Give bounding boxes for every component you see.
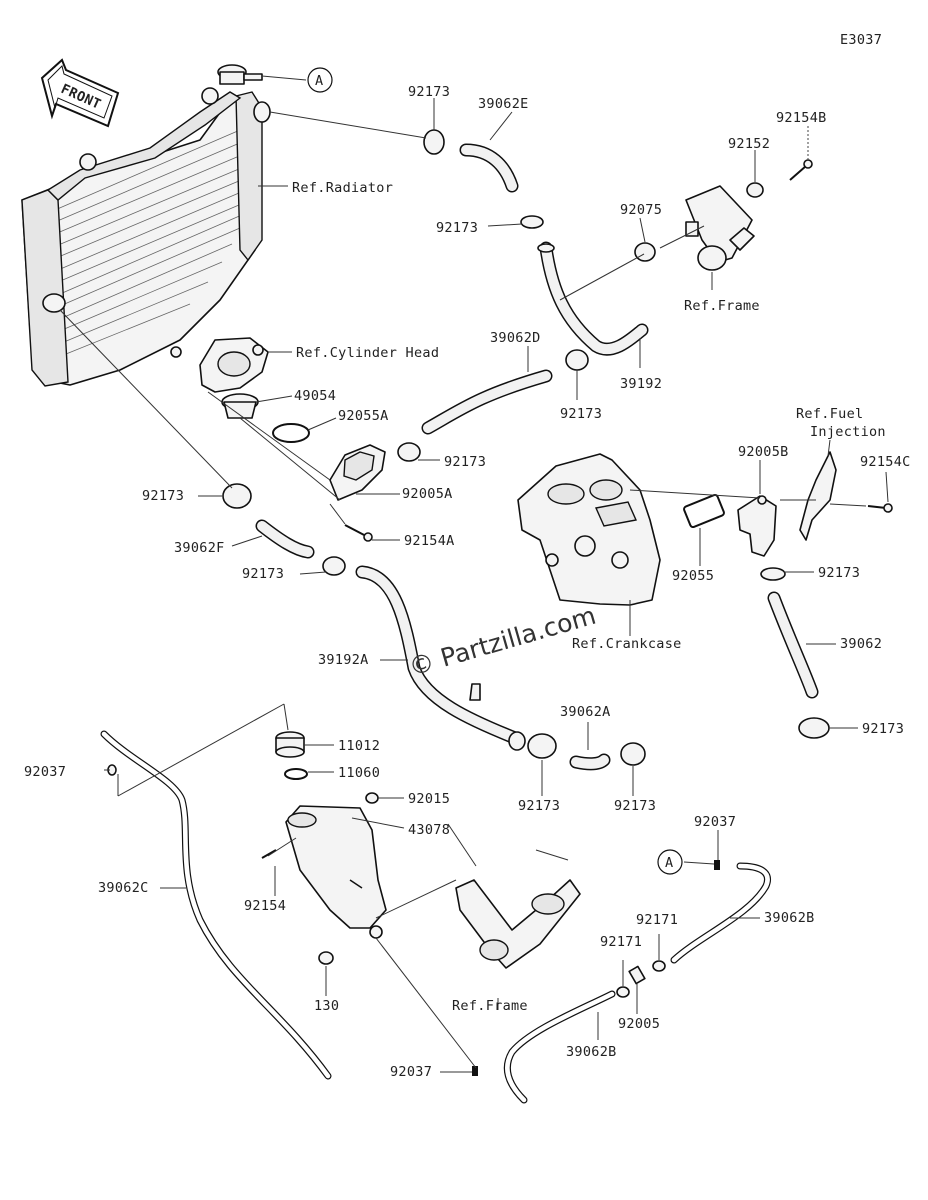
label-92154B: 92154B: [776, 110, 827, 126]
label-39062B: 39062B: [566, 1044, 617, 1060]
label-92154: 92154: [244, 898, 286, 914]
label-43078: 43078: [408, 822, 450, 838]
radiator-assembly[interactable]: [21, 64, 271, 387]
label-ref-cylinder-head: Ref.Cylinder Head: [296, 345, 439, 361]
gasket-11060[interactable]: [284, 768, 308, 780]
frame-upper-ref[interactable]: [634, 159, 813, 271]
label-92173: 92173: [518, 798, 560, 814]
label-92154C: 92154C: [860, 454, 911, 470]
radiator-fins: [54, 129, 247, 355]
label-39192: 39192: [620, 376, 662, 392]
label-92075: 92075: [620, 202, 662, 218]
label-49054: 49054: [294, 388, 336, 404]
hose-39062F[interactable]: [255, 519, 315, 559]
thermostat-49054[interactable]: [221, 393, 259, 419]
label-92173: 92173: [614, 798, 656, 814]
label-ref-frame: Ref.Frame: [452, 998, 528, 1014]
label-92037: 92037: [390, 1064, 432, 1080]
label-ref-fuel: Ref.Fuel: [796, 406, 863, 422]
callout-A-top: A: [307, 67, 333, 93]
label-39062D: 39062D: [490, 330, 541, 346]
pipe-39192[interactable]: [537, 241, 649, 356]
label-92173: 92173: [444, 454, 486, 470]
bolt-130[interactable]: [318, 951, 334, 965]
label-injection: Injection: [810, 424, 886, 440]
label-92171: 92171: [600, 934, 642, 950]
label-92173: 92173: [408, 84, 450, 100]
label-92173: 92173: [436, 220, 478, 236]
clamp-92173[interactable]: [222, 129, 830, 766]
joint-92005[interactable]: [628, 965, 646, 985]
frame-lower-ref[interactable]: [447, 823, 581, 969]
o-ring-92055A[interactable]: [272, 423, 310, 443]
pipe-39192A[interactable]: [355, 565, 522, 745]
label-39062: 39062: [840, 636, 882, 652]
label-92015: 92015: [408, 791, 450, 807]
label-ref-radiator: Ref.Radiator: [292, 180, 393, 196]
label-39062E: 39062E: [478, 96, 529, 112]
front-direction-arrow: FRONT: [40, 58, 120, 128]
callout-A-bottom-text: A: [665, 855, 673, 871]
label-39192A: 39192A: [318, 652, 369, 668]
label-ref-frame: Ref.Frame: [684, 298, 760, 314]
label-92173: 92173: [862, 721, 904, 737]
crankcase-ref[interactable]: [517, 453, 661, 606]
hose-39062E[interactable]: [459, 143, 519, 193]
hose-39062B-lower[interactable]: [503, 990, 616, 1104]
fuel-injection-bracket-ref[interactable]: [799, 451, 893, 541]
label-ref-crankcase: Ref.Crankcase: [572, 636, 682, 652]
callout-A-bottom: A: [657, 849, 683, 875]
hose-39062B-upper[interactable]: [670, 862, 771, 964]
partzilla-watermark: © Partzilla.com: [406, 601, 599, 682]
bolt-92154A[interactable]: [344, 524, 373, 542]
label-92173: 92173: [242, 566, 284, 582]
label-92037: 92037: [24, 764, 66, 780]
label-92005A: 92005A: [402, 486, 453, 502]
fitting-92005B[interactable]: [737, 495, 777, 557]
label-92173: 92173: [818, 565, 860, 581]
leader-lines: [59, 75, 889, 1073]
label-130: 130: [314, 998, 339, 1014]
label-92055: 92055: [672, 568, 714, 584]
label-92005: 92005: [618, 1016, 660, 1032]
label-39062A: 39062A: [560, 704, 611, 720]
label-11060: 11060: [338, 765, 380, 781]
hose-39062A[interactable]: [569, 753, 611, 771]
label-92171: 92171: [636, 912, 678, 928]
label-92152: 92152: [728, 136, 770, 152]
label-39062C: 39062C: [98, 880, 149, 896]
cylinder-head-fitting[interactable]: [199, 337, 269, 393]
label-39062B: 39062B: [764, 910, 815, 926]
bolt-92015[interactable]: [365, 792, 379, 804]
label-39062F: 39062F: [174, 540, 225, 556]
label-92173: 92173: [142, 488, 184, 504]
hose-39062D[interactable]: [421, 369, 553, 435]
label-92005B: 92005B: [738, 444, 789, 460]
label-92154A: 92154A: [404, 533, 455, 549]
label-11012: 11012: [338, 738, 380, 754]
thermostat-cover-92005A[interactable]: [329, 444, 386, 501]
label-92037: 92037: [694, 814, 736, 830]
bolt-92154[interactable]: [261, 849, 277, 859]
label-92055A: 92055A: [338, 408, 389, 424]
gasket-92055[interactable]: [683, 493, 725, 529]
hose-39062[interactable]: [767, 591, 819, 699]
clamp-92171[interactable]: [616, 960, 666, 998]
reservoir-tank-43078[interactable]: [285, 805, 387, 939]
label-92173: 92173: [560, 406, 602, 422]
reservoir-cap-11012[interactable]: [275, 731, 305, 758]
diagram-code: E3037: [840, 32, 882, 48]
callout-A-top-text: A: [315, 73, 323, 89]
